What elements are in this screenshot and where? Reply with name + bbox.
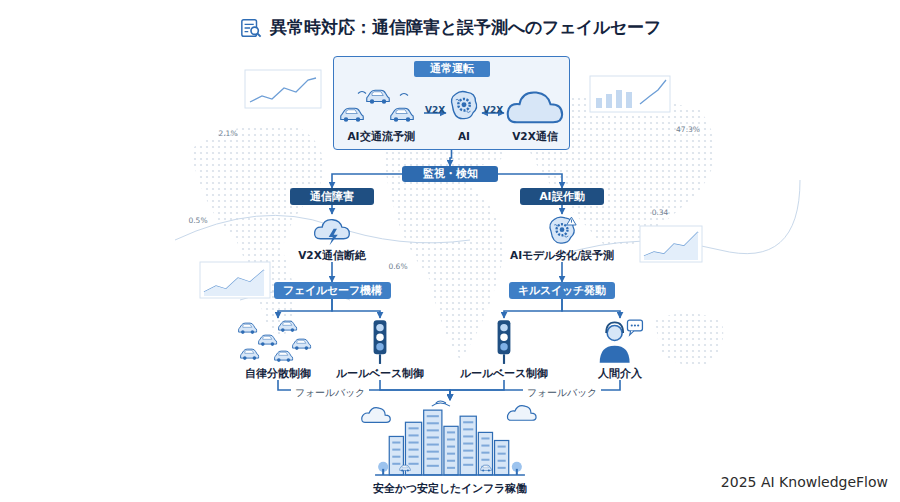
icon <box>282 214 382 247</box>
node-label: AI交通流予測 <box>347 129 414 143</box>
fallback-label: フォールバック <box>291 387 369 398</box>
icon-node: 自律分散制御 <box>236 318 320 380</box>
edge-label: V2X <box>483 105 503 115</box>
node-label: AIモデル劣化/誤予測 <box>510 248 614 262</box>
icon-node: V2X通信 <box>504 83 566 143</box>
icon <box>504 83 566 128</box>
connector <box>504 299 562 318</box>
watermark: 2025 AI KnowledgeFlow <box>721 474 888 490</box>
title-row: 異常時対応：通信障害と誤予測へのフェイルセーフ <box>0 16 900 39</box>
node-label: 人間介入 <box>598 366 642 380</box>
connector <box>498 174 562 188</box>
edge-label-holder: V2X <box>425 98 445 117</box>
diagram-title: 異常時対応：通信障害と誤予測へのフェイルセーフ <box>270 16 661 39</box>
mini-chart <box>590 76 670 112</box>
icon-holder <box>282 214 382 247</box>
node-label: 自律分散制御 <box>245 366 311 380</box>
monitor-band: 監視・検知 <box>402 166 498 182</box>
edge-label: V2X <box>425 105 445 115</box>
label-holder: 2025 AI KnowledgeFlow <box>721 472 888 491</box>
box-label: キルスイッチ発動 <box>518 284 606 298</box>
connector <box>562 299 620 318</box>
label-holder: 2.1% <box>218 121 237 140</box>
icon-holder <box>504 83 566 128</box>
connector <box>450 380 620 400</box>
chart-value: 0.5% <box>188 216 207 225</box>
label-holder: 0.5% <box>188 208 207 227</box>
icon-holder <box>333 318 427 365</box>
icon-holder <box>578 318 662 365</box>
node-label: V2X通信断絶 <box>298 248 366 262</box>
connector <box>331 205 333 214</box>
icon-holder <box>497 214 627 247</box>
connector <box>561 205 563 214</box>
title-icon <box>240 17 262 39</box>
connector <box>561 262 563 282</box>
label-holder: 47.3% <box>676 117 700 136</box>
icon-holder <box>350 400 550 481</box>
icon-holder <box>446 83 482 128</box>
fallback-label: フォールバック <box>523 387 601 398</box>
node-label: AI <box>458 129 470 143</box>
icon-node: 人間介入 <box>578 318 662 380</box>
icon <box>350 400 550 481</box>
chart-value: 0.34 <box>652 208 669 217</box>
node-label: ルールベース制御 <box>460 366 548 380</box>
box-label: フェイルセーフ機構 <box>283 284 382 298</box>
node-label: ルールベース制御 <box>336 366 424 380</box>
mechanism-box: フェイルセーフ機構 <box>274 282 391 299</box>
label-holder: 0.34 <box>652 200 669 219</box>
node-label: V2X通信 <box>512 129 558 143</box>
box-label: AI誤作動 <box>539 190 584 204</box>
icon-node: V2X通信断絶 <box>282 214 382 262</box>
icon <box>338 83 424 128</box>
connector <box>278 380 450 400</box>
icon-holder <box>457 318 551 365</box>
icon <box>446 83 482 128</box>
node-label: 安全かつ安定したインフラ稼働 <box>373 482 527 496</box>
process-panel: 通常運転 AI交通流予測 AI V2X通信 <box>333 56 570 150</box>
icon <box>497 214 627 247</box>
connector <box>380 380 450 400</box>
label-holder: フォールバック <box>291 381 369 400</box>
mechanism-box: キルスイッチ発動 <box>509 282 615 299</box>
connector <box>332 299 380 318</box>
connector <box>278 299 332 318</box>
icon-holder <box>236 318 320 365</box>
icon-node: AI <box>446 83 482 143</box>
panel-fill <box>333 56 570 150</box>
mini-chart <box>640 226 702 262</box>
icon <box>236 318 320 365</box>
icon-node: 安全かつ安定したインフラ稼働 <box>350 400 550 496</box>
faint-trend-lines <box>175 180 800 300</box>
icon <box>333 318 427 365</box>
chart-value: 0.6% <box>388 262 407 271</box>
mini-chart <box>245 70 321 108</box>
fault-box: 通信障害 <box>290 188 374 205</box>
icon <box>457 318 551 365</box>
icon-node: ルールベース制御 <box>457 318 551 380</box>
panel-heading: 通常運転 <box>414 61 490 77</box>
icon-node: AIモデル劣化/誤予測 <box>497 214 627 262</box>
chart-value: 2.1% <box>218 129 237 138</box>
box-label: 監視・検知 <box>423 167 478 181</box>
icon-node: AI交通流予測 <box>338 83 424 143</box>
icon-holder <box>338 83 424 128</box>
chart-value: 47.3% <box>676 125 700 134</box>
connector <box>331 262 333 282</box>
connector <box>450 150 452 166</box>
edge-label-holder: V2X <box>483 98 503 117</box>
mini-chart <box>200 262 270 298</box>
box-label: 通信障害 <box>310 190 354 204</box>
connector <box>332 174 402 188</box>
icon <box>578 318 662 365</box>
label-holder: 0.6% <box>388 254 407 273</box>
icon-node: ルールベース制御 <box>333 318 427 380</box>
fault-box: AI誤作動 <box>520 188 604 205</box>
label-holder: フォールバック <box>523 381 601 400</box>
